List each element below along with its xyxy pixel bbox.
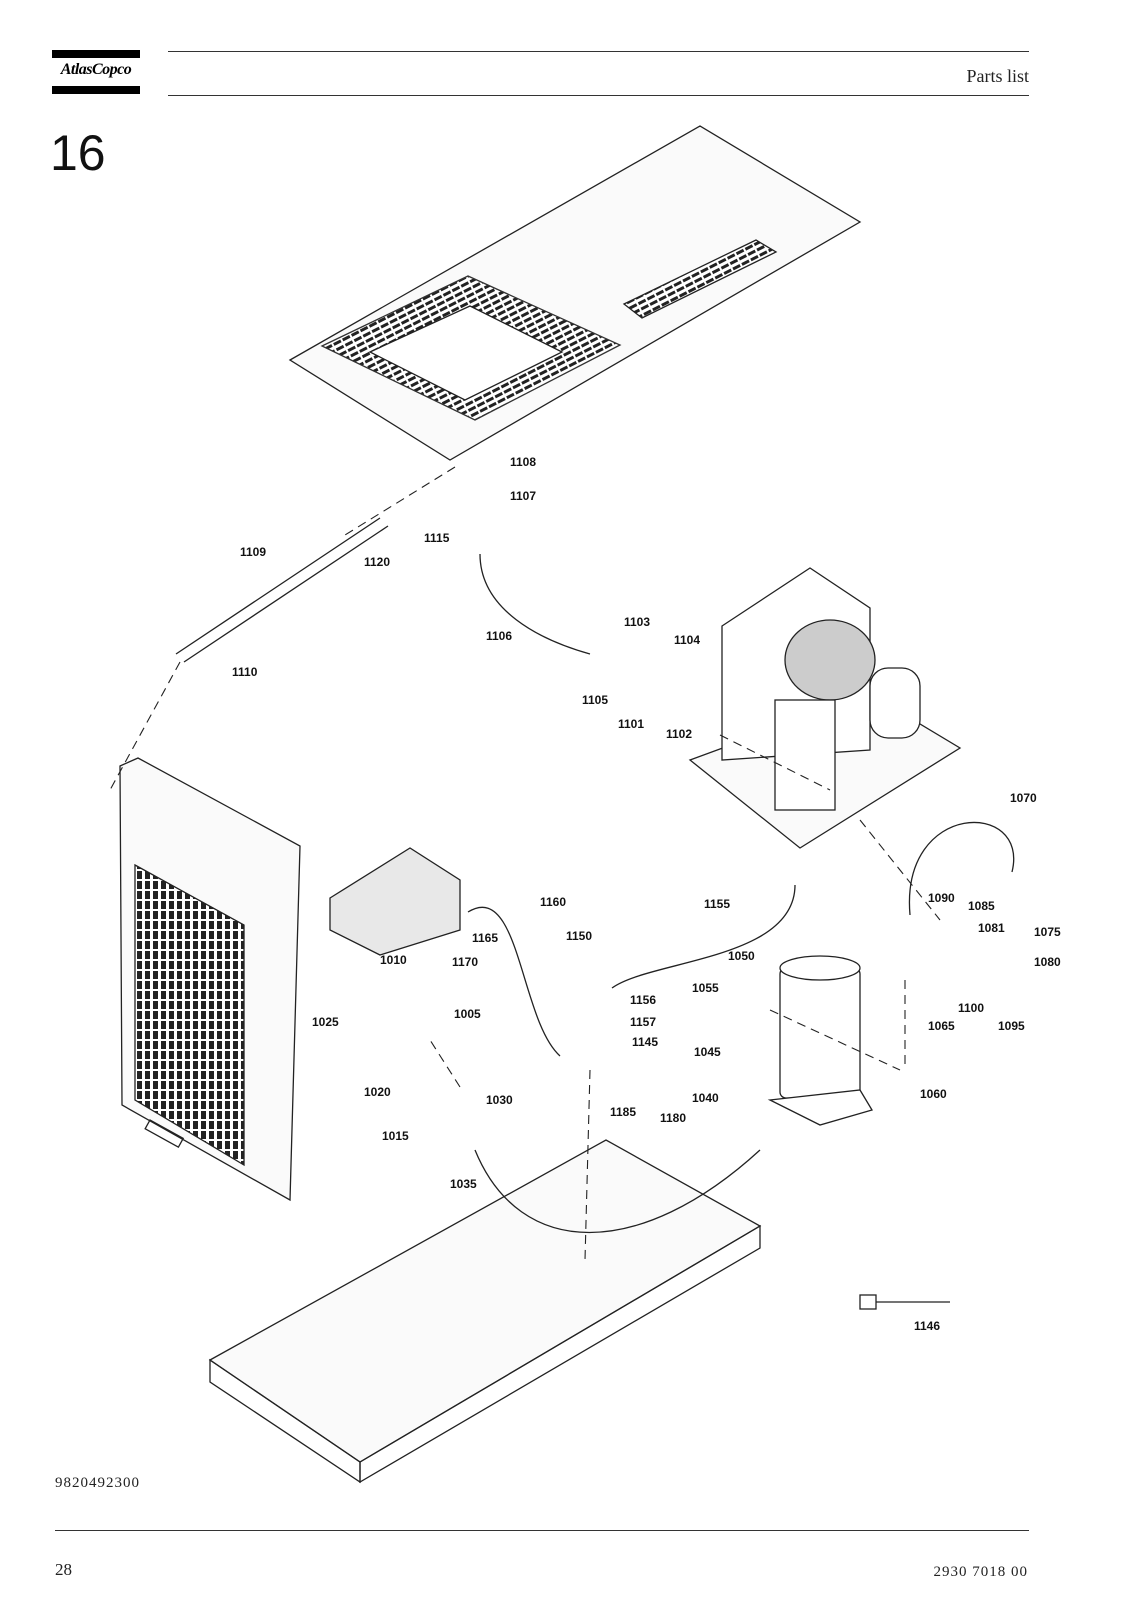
label-1170: 1170 (452, 955, 478, 969)
exploded-parts-drawing: 1005 1010 1015 1020 1025 1030 1035 1040 … (109, 125, 1061, 1484)
label-1075: 1075 (1034, 925, 1061, 939)
label-1080: 1080 (1034, 955, 1061, 969)
label-1150: 1150 (566, 929, 592, 943)
pipe-1109 (175, 517, 389, 663)
label-1035: 1035 (450, 1177, 477, 1191)
label-1106: 1106 (486, 629, 512, 643)
logo-bar-top (52, 50, 140, 58)
label-1095: 1095 (998, 1019, 1025, 1033)
label-1025: 1025 (312, 1015, 339, 1029)
label-1040: 1040 (692, 1091, 719, 1105)
top-cover-panel (288, 125, 862, 461)
label-1109: 1109 (240, 545, 266, 559)
header-rule-bottom (168, 95, 1029, 96)
section-number: 16 (50, 125, 106, 181)
header-rule-top (168, 51, 1029, 52)
label-1050: 1050 (728, 949, 755, 963)
label-1060: 1060 (920, 1087, 947, 1101)
side-panel (119, 757, 301, 1202)
compressor (329, 847, 461, 956)
label-1108: 1108 (510, 455, 536, 469)
label-1085: 1085 (968, 899, 995, 913)
label-1100: 1100 (958, 1001, 984, 1015)
label-1005: 1005 (454, 1007, 481, 1021)
label-1180: 1180 (660, 1111, 686, 1125)
label-1090: 1090 (928, 891, 955, 905)
label-1120: 1120 (364, 555, 390, 569)
hose-1160 (467, 906, 561, 1057)
label-1010: 1010 (380, 953, 407, 967)
label-1070: 1070 (1010, 791, 1037, 805)
document-number: 9820492300 (55, 1475, 140, 1491)
receiver-tank (767, 955, 873, 1126)
label-1105: 1105 (582, 693, 608, 707)
label-1157: 1157 (630, 1015, 656, 1029)
label-1115: 1115 (424, 531, 450, 545)
label-1102: 1102 (666, 727, 692, 741)
label-1155: 1155 (704, 897, 730, 911)
footer-rule (55, 1530, 1029, 1531)
label-1185: 1185 (610, 1105, 636, 1119)
hose-1106 (479, 553, 591, 655)
label-1081: 1081 (978, 921, 1005, 935)
label-1030: 1030 (486, 1093, 513, 1107)
dashed-leaders (109, 466, 941, 1261)
page-number: 28 (55, 1560, 72, 1579)
label-1055: 1055 (692, 981, 719, 995)
hose-1035 (474, 1149, 761, 1233)
condensing-unit (688, 567, 962, 849)
cable-1146 (859, 1294, 950, 1310)
label-1015: 1015 (382, 1129, 409, 1143)
document-code: 2930 7018 00 (933, 1564, 1028, 1580)
label-1107: 1107 (510, 489, 536, 503)
logo-bar-bottom (52, 86, 140, 94)
label-1110: 1110 (232, 665, 258, 679)
label-1101: 1101 (618, 717, 644, 731)
logo-brand-text: AtlasCopco (60, 61, 132, 78)
base-plate (208, 1139, 762, 1484)
header-title: Parts list (966, 66, 1029, 86)
label-1156: 1156 (630, 993, 656, 1007)
hose-1155 (611, 884, 796, 989)
label-1103: 1103 (624, 615, 650, 629)
label-1145: 1145 (632, 1035, 658, 1049)
label-1020: 1020 (364, 1085, 391, 1099)
label-1165: 1165 (472, 931, 498, 945)
atlas-copco-logo: AtlasCopco (52, 50, 140, 94)
label-1104: 1104 (674, 633, 700, 647)
label-1065: 1065 (928, 1019, 955, 1033)
label-1045: 1045 (694, 1045, 721, 1059)
label-1146: 1146 (914, 1319, 940, 1333)
hose-1070 (908, 821, 1015, 916)
label-1160: 1160 (540, 895, 566, 909)
